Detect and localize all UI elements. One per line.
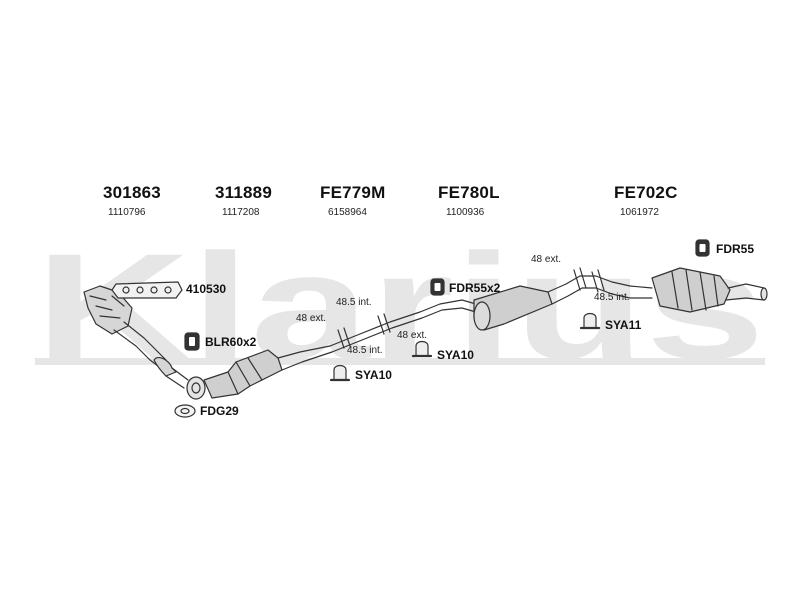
- fdg-gasket-icon: [174, 404, 196, 418]
- fdr55-ring-icon: [695, 239, 710, 257]
- rear-silencer: [651, 267, 768, 313]
- part-number-2: 1117208: [222, 207, 260, 218]
- dimension-label-3: 48 ext.: [397, 330, 428, 341]
- dimension-label-1: 48.5 int.: [336, 297, 372, 308]
- part-code-5: FE702C: [614, 183, 678, 202]
- label-410530: 410530: [186, 282, 227, 296]
- part-code-3: FE779M: [320, 183, 386, 202]
- dimension-label-6: 48.5 int.: [594, 292, 630, 303]
- label-fdr55x2: FDR55x2: [449, 281, 501, 295]
- catalytic-converter: [203, 345, 333, 399]
- part-number-3: 6158964: [328, 207, 367, 218]
- centre-silencer: [473, 267, 653, 331]
- label-blr60x2: BLR60x2: [205, 335, 257, 349]
- label-fdr55: FDR55: [716, 242, 755, 256]
- label-sya10-b: SYA10: [437, 348, 474, 362]
- part-code-1: 301863: [103, 183, 161, 202]
- part-code-2: 311889: [215, 183, 272, 202]
- manifold-gasket: [111, 281, 183, 299]
- sya10-mount-icon-a: [329, 364, 351, 382]
- dimension-label-5: 48 ext.: [531, 254, 562, 265]
- blr-clamp-icon: [184, 332, 200, 351]
- part-number-1: 1110796: [108, 207, 146, 218]
- sya10-mount-icon-b: [411, 340, 433, 358]
- label-sya11: SYA11: [605, 318, 642, 332]
- dimension-label-2: 48 ext.: [296, 313, 327, 324]
- part-code-4: FE780L: [438, 183, 500, 202]
- part-number-5: 1061972: [620, 207, 659, 218]
- part-number-4: 1100936: [446, 207, 485, 218]
- label-sya10-a: SYA10: [355, 368, 392, 382]
- sya11-mount-icon: [579, 312, 601, 330]
- fdr55x2-ring-icon: [430, 278, 445, 296]
- label-fdg29: FDG29: [200, 404, 239, 418]
- watermark-underline: [35, 358, 765, 365]
- front-pipe: [153, 357, 206, 400]
- intermediate-pipe: [329, 299, 477, 353]
- dimension-label-4: 48.5 int.: [347, 345, 383, 356]
